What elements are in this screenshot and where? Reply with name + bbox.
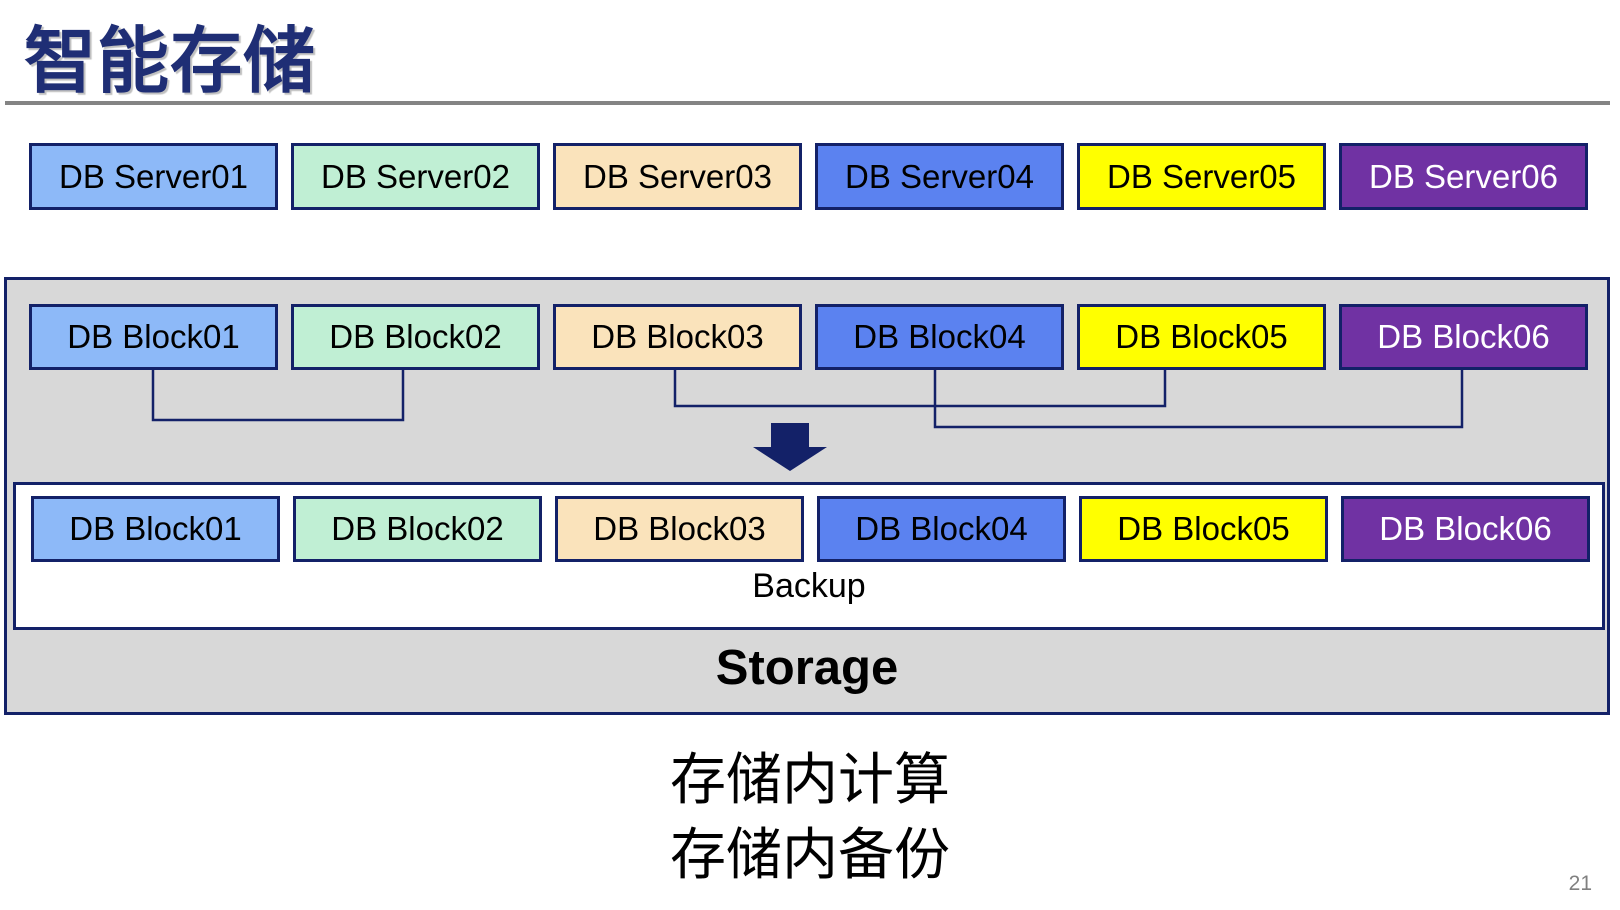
connector-block03-block05 bbox=[673, 369, 1167, 408]
db-server-04: DB Server04 bbox=[815, 143, 1064, 210]
backup-box: DB Block01 DB Block02 DB Block03 DB Bloc… bbox=[13, 482, 1605, 630]
connector-lines bbox=[151, 369, 1464, 471]
caption-line-1: 存储内计算 bbox=[670, 748, 950, 811]
caption-text: 存储内计算 存储内备份 bbox=[670, 742, 950, 892]
db-block-row-top: DB Block01 DB Block02 DB Block03 DB Bloc… bbox=[29, 304, 1588, 370]
db-server-05: DB Server05 bbox=[1077, 143, 1326, 210]
db-block-top-01: DB Block01 bbox=[29, 304, 278, 370]
connector-block01-block02 bbox=[151, 369, 405, 422]
connector-block04-block06 bbox=[933, 369, 1464, 429]
storage-label: Storage bbox=[715, 641, 899, 695]
storage-container: DB Block01 DB Block02 DB Block03 DB Bloc… bbox=[4, 277, 1610, 715]
down-arrow-icon bbox=[753, 423, 827, 471]
db-block-top-02: DB Block02 bbox=[291, 304, 540, 370]
db-block-top-04: DB Block04 bbox=[815, 304, 1064, 370]
db-block-top-05: DB Block05 bbox=[1077, 304, 1326, 370]
db-block-bottom-01: DB Block01 bbox=[31, 496, 280, 562]
db-block-top-03: DB Block03 bbox=[553, 304, 802, 370]
caption-line-2: 存储内备份 bbox=[670, 823, 950, 887]
db-block-bottom-06: DB Block06 bbox=[1341, 496, 1590, 562]
db-server-01: DB Server01 bbox=[29, 143, 278, 210]
title-divider bbox=[5, 101, 1610, 105]
db-server-02: DB Server02 bbox=[291, 143, 540, 210]
db-block-bottom-04: DB Block04 bbox=[817, 496, 1066, 562]
slide-title: 智能存储 bbox=[24, 22, 317, 102]
db-server-row: DB Server01 DB Server02 DB Server03 DB S… bbox=[29, 143, 1588, 210]
db-server-03: DB Server03 bbox=[553, 143, 802, 210]
backup-label: Backup bbox=[752, 567, 866, 605]
db-block-bottom-05: DB Block05 bbox=[1079, 496, 1328, 562]
db-block-row-bottom: DB Block01 DB Block02 DB Block03 DB Bloc… bbox=[31, 496, 1590, 562]
db-block-bottom-02: DB Block02 bbox=[293, 496, 542, 562]
db-server-06: DB Server06 bbox=[1339, 143, 1588, 210]
page-number: 21 bbox=[1568, 872, 1592, 895]
db-block-bottom-03: DB Block03 bbox=[555, 496, 804, 562]
db-block-top-06: DB Block06 bbox=[1339, 304, 1588, 370]
